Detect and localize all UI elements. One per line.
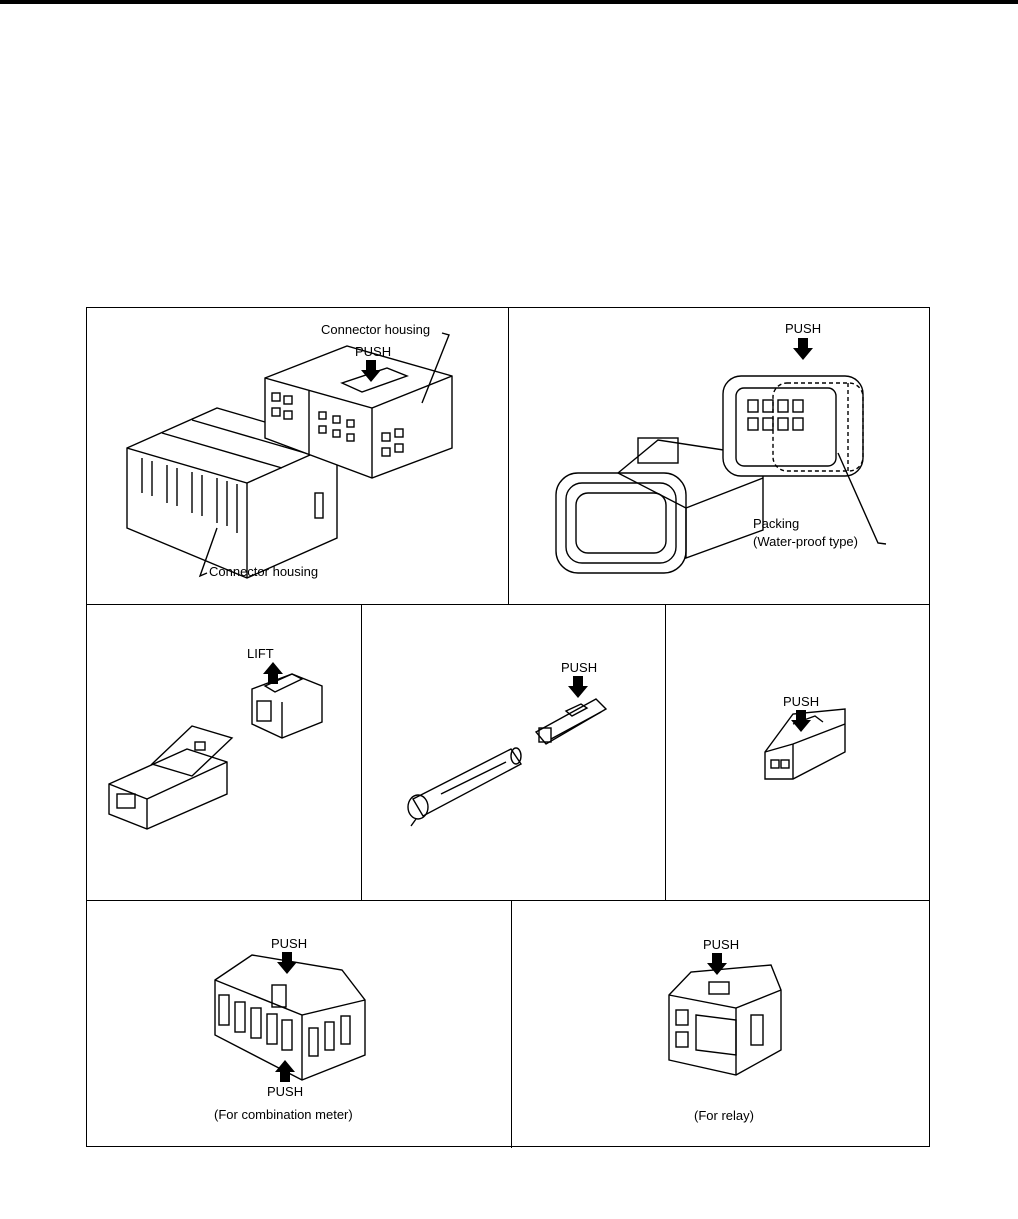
arrow-down-icon <box>568 676 588 698</box>
water-proof-connector-illustration <box>555 375 887 574</box>
caption-relay: (For relay) <box>694 1108 754 1123</box>
arrow-down-icon <box>791 710 811 732</box>
label-push: PUSH <box>355 344 392 359</box>
label-push: PUSH <box>783 694 820 709</box>
arrow-down-icon <box>707 953 727 975</box>
col-divider-row2b <box>665 604 666 900</box>
col-divider-row1 <box>508 308 509 604</box>
col-divider-row2a <box>361 604 362 900</box>
row-divider-2 <box>87 900 929 901</box>
label-push: PUSH <box>785 321 822 336</box>
arrow-down-icon <box>361 360 381 382</box>
panel-push-connector-a: PUSH <box>361 604 665 900</box>
label-lift: LIFT <box>247 646 274 661</box>
label-water-proof-type: (Water-proof type) <box>753 534 858 549</box>
push-connector-b-illustration <box>764 708 846 780</box>
label-connector-housing-top: Connector housing <box>321 322 431 337</box>
panel-relay: PUSH (For relay) <box>511 900 929 1148</box>
arrow-up-icon <box>275 1060 295 1082</box>
push-connector-a-illustration <box>407 698 608 827</box>
panel-connector-housing: Connector housing PUSH Connector housing <box>87 308 508 604</box>
label-push: PUSH <box>703 937 740 952</box>
arrow-up-icon <box>263 662 283 684</box>
combination-meter-connector-illustration <box>214 954 366 1081</box>
arrow-down-icon <box>277 952 297 974</box>
label-push-top: PUSH <box>271 936 308 951</box>
caption-combination-meter: (For combination meter) <box>214 1107 353 1122</box>
arrow-down-icon <box>793 338 813 360</box>
label-packing: Packing <box>753 516 800 531</box>
connector-release-figure: Connector housing PUSH Connector housing <box>86 307 930 1148</box>
panel-water-proof: PUSH Packing (Water-proof type) <box>508 308 929 604</box>
row-divider-1 <box>87 604 929 605</box>
label-push-bottom: PUSH <box>267 1084 304 1099</box>
panel-lift-connector: LIFT <box>87 604 361 900</box>
col-divider-row3 <box>511 900 512 1148</box>
label-push: PUSH <box>561 660 598 675</box>
header-rule <box>0 0 1018 4</box>
lift-connector-illustration <box>108 673 323 830</box>
relay-connector-illustration <box>668 964 782 1076</box>
connector-housing-illustration <box>126 332 453 579</box>
label-connector-housing-bottom: Connector housing <box>209 564 319 579</box>
panel-combination-meter: PUSH PUSH (For combination meter) <box>87 900 511 1148</box>
panel-push-connector-b: PUSH <box>665 604 929 900</box>
